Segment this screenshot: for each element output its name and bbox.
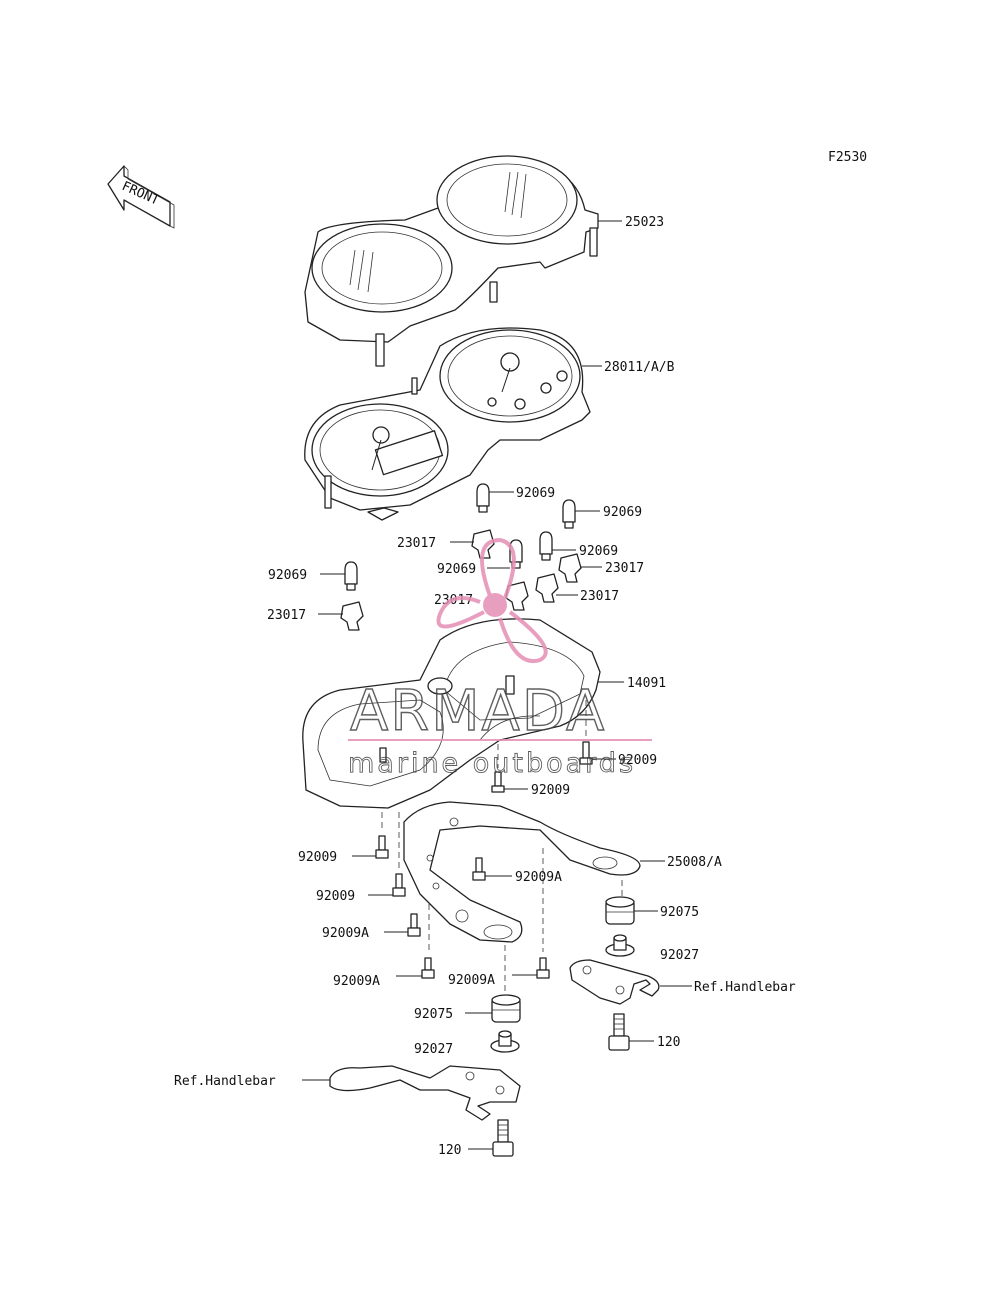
bolt-2-icon — [492, 1119, 514, 1157]
bracket-drawing — [403, 801, 641, 943]
callout-bulb-3: 92069 — [579, 544, 618, 559]
socket-1-icon — [471, 529, 495, 559]
callout-socket-1: 23017 — [397, 536, 436, 551]
meter-cover-drawing — [304, 155, 599, 367]
callout-damper-2: 92075 — [414, 1007, 453, 1022]
watermark-brand: ARMADA — [350, 679, 606, 744]
watermark: ARMADA marine outboards — [348, 537, 652, 779]
bolt-1-icon — [608, 1013, 630, 1051]
screw-1-icon — [579, 741, 593, 765]
callout-bulb-1: 92069 — [516, 486, 555, 501]
callout-meter-assembly: 28011/A/B — [604, 360, 675, 375]
callout-ref-handlebar-1: Ref.Handlebar — [694, 980, 796, 995]
meter-assembly-drawing — [304, 327, 591, 521]
collar-2-icon — [490, 1030, 520, 1053]
bulb-1-icon — [476, 483, 490, 513]
callout-collar-2: 92027 — [414, 1042, 453, 1057]
front-arrow-icon: FRONT — [107, 165, 175, 229]
callout-socket-3: 23017 — [580, 589, 619, 604]
propeller-logo-icon — [436, 537, 548, 664]
socket-5-icon — [340, 601, 364, 631]
screw-a-2-icon — [407, 913, 421, 937]
handlebar-plate-right-drawing — [569, 959, 660, 1005]
callout-bracket: 25008/A — [667, 855, 722, 870]
callout-bulb-5: 92069 — [268, 568, 307, 583]
callout-bolt-2: 120 — [438, 1143, 461, 1158]
callout-meter-cover: 25023 — [625, 215, 664, 230]
callout-collar-1: 92027 — [660, 948, 699, 963]
callout-screw-a-4: 92009A — [448, 973, 495, 988]
handlebar-plate-left-drawing — [329, 1065, 521, 1121]
bulb-3-icon — [539, 531, 553, 561]
damper-1-icon — [605, 896, 635, 925]
screw-a-1-icon — [472, 857, 486, 881]
damper-2-icon — [491, 994, 521, 1023]
callout-bolt-1: 120 — [657, 1035, 680, 1050]
callout-screw-2: 92009 — [531, 783, 570, 798]
callout-screw-a-2: 92009A — [322, 926, 369, 941]
callout-damper-1: 92075 — [660, 905, 699, 920]
callout-screw-a-3: 92009A — [333, 974, 380, 989]
screw-3-icon — [375, 835, 389, 859]
socket-3-icon — [535, 573, 559, 603]
callout-bulb-2: 92069 — [603, 505, 642, 520]
screw-a-3-icon — [421, 957, 435, 979]
socket-2-icon — [558, 553, 582, 583]
collar-1-icon — [605, 934, 635, 957]
callout-screw-3: 92009 — [298, 850, 337, 865]
callout-meter-case: 14091 — [627, 676, 666, 691]
bulb-5-icon — [344, 561, 358, 591]
socket-4-icon — [505, 581, 529, 611]
callout-socket-2: 23017 — [605, 561, 644, 576]
bulb-2-icon — [562, 499, 576, 529]
screw-a-4-icon — [536, 957, 550, 979]
watermark-tagline: marine outboards — [348, 748, 636, 779]
callout-socket-5: 23017 — [267, 608, 306, 623]
figure-code: F2530 — [828, 150, 867, 165]
guide-lines — [381, 700, 623, 992]
callout-ref-handlebar-2: Ref.Handlebar — [174, 1074, 276, 1089]
callout-bulb-4: 92069 — [437, 562, 476, 577]
callout-screw-a-1: 92009A — [515, 870, 562, 885]
callout-screw-1: 92009 — [618, 753, 657, 768]
screw-4-icon — [392, 873, 406, 897]
callout-screw-4: 92009 — [316, 889, 355, 904]
